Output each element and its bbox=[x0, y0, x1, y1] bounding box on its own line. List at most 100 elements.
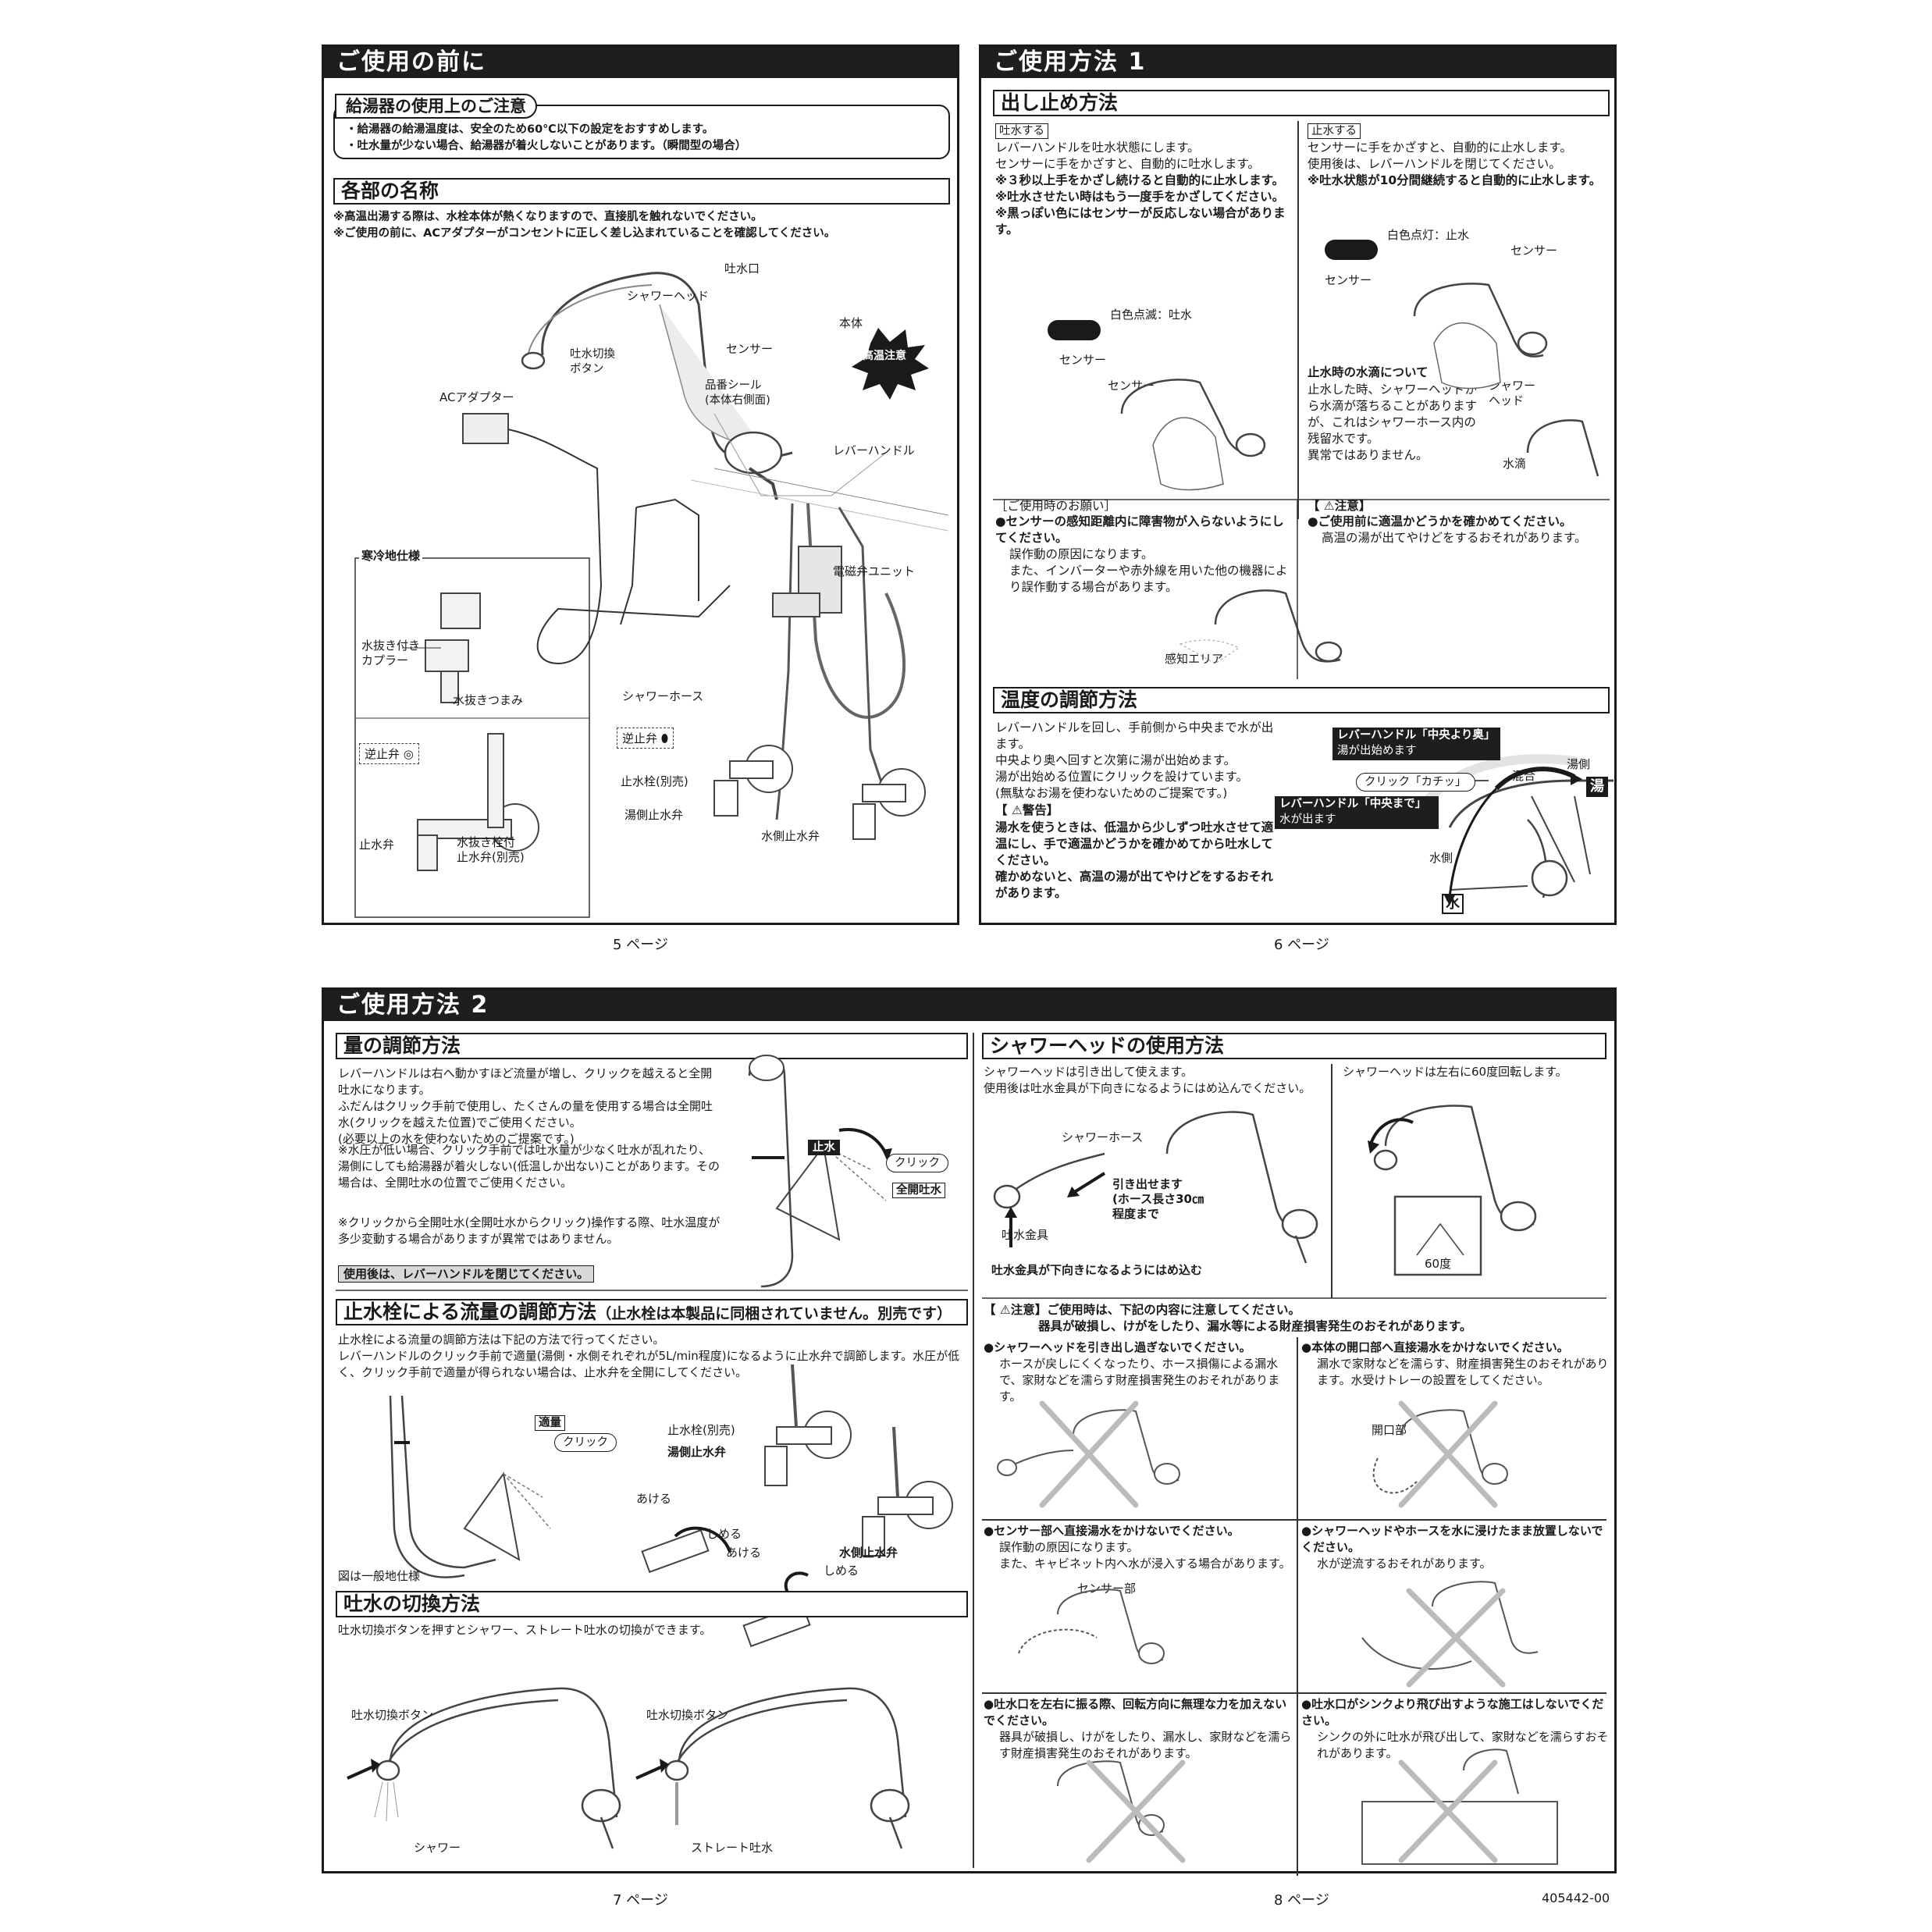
label-cold-stop-valve: 水側止水弁 bbox=[761, 829, 820, 843]
temp-text: レバーハンドルを回し、手前側から中央まで水が出ます。 中央より奥へ回すと次第に湯… bbox=[995, 720, 1274, 800]
valve-title: 止水栓による流量の調節方法（止水栓は本製品に同梱されていません。別売です） bbox=[336, 1299, 968, 1325]
switch-illustration bbox=[347, 1687, 910, 1849]
open-label-2: あける bbox=[726, 1546, 762, 1560]
dispense-text: レバーハンドルを吐水状態にします。 センサーに手をかざすと、自動的に吐水します。 bbox=[995, 141, 1260, 171]
caution-6-bold: ●吐水口がシンクより飛び出すような施工はしないでください。 bbox=[1301, 1697, 1604, 1727]
label-switch-button: 吐水切換 ボタン bbox=[570, 348, 615, 375]
label-shower-head: シャワーヘッド bbox=[627, 289, 710, 303]
sensor-label-4: センサー bbox=[1510, 244, 1558, 258]
detect-area-label: 感知エリア bbox=[1165, 652, 1224, 666]
hot-badge: 湯 bbox=[1586, 777, 1608, 797]
caution-3-bold: ●センサー部へ直接湯水をかけないでください。 bbox=[984, 1524, 1240, 1538]
flow-lever-illustration bbox=[336, 1055, 968, 1291]
boiler-caution-title: 給湯器の使用上のご注意 bbox=[335, 94, 537, 119]
opening-label: 開口部 bbox=[1372, 1423, 1407, 1437]
faucet-illustration bbox=[354, 272, 949, 918]
label-check-valve: 逆止弁 bbox=[365, 747, 400, 761]
hot-valve-label: 湯側止水弁 bbox=[667, 1445, 727, 1459]
label-solenoid: 電磁弁ユニット bbox=[833, 564, 916, 578]
cold-side-label: 水側 bbox=[1429, 851, 1453, 865]
caution-grid-row-2 bbox=[982, 1692, 1606, 1694]
label-stop-valve-sep: 止水栓(別売) bbox=[621, 774, 688, 788]
label-stop-valve: 止水弁 bbox=[359, 838, 395, 852]
pull-out-label: 引き出せます (ホース長さ30㎝ 程度まで bbox=[1112, 1177, 1204, 1221]
label-lever: レバーハンドル bbox=[833, 443, 915, 457]
caution-text: 高温の湯が出てやけどをするおそれがあります。 bbox=[1322, 531, 1587, 545]
warning-text: 湯水を使うときは、低温から少しずつ吐水させて適温にし、手で適温かどうかを確かめて… bbox=[995, 820, 1274, 900]
label-product-seal: 品番シール (本体右側面) bbox=[705, 379, 770, 407]
switch-button-label-2: 吐水切換ボタン bbox=[646, 1708, 729, 1722]
section-dispense-stop-title: 出し止め方法 bbox=[993, 90, 1610, 116]
caution-2-text: 漏水で家財などを濡らす、財産損害発生のおそれがあります。水受けトレーの設置をして… bbox=[1317, 1357, 1609, 1387]
lever-back-callout: レバーハンドル「中央より奥」 湯が出始めます bbox=[1332, 728, 1500, 760]
label-drain-coupler: 水抜き付き カプラー bbox=[361, 639, 421, 667]
temp-dial-illustration bbox=[1414, 754, 1614, 906]
request-text: 誤作動の原因になります。 また、インバーターや赤外線を用いた他の機器により誤作動… bbox=[1009, 547, 1288, 594]
label-check-valve-2: 逆止弁 bbox=[622, 731, 658, 745]
dispense-tag: 吐水する bbox=[995, 123, 1048, 139]
lit-label: 白色点灯：止水 bbox=[1387, 228, 1470, 242]
temp-title: 温度の調節方法 bbox=[993, 687, 1610, 713]
label-drain-knob: 水抜きつまみ bbox=[453, 693, 524, 707]
request-title: ［ご使用時のお願い］ bbox=[995, 499, 1117, 513]
caution-grid-row-1 bbox=[982, 1519, 1606, 1521]
caution-1-text: ホースが戻しにくくなったり、ホース損傷による漏水で、家財などを濡らす財産損害発生… bbox=[999, 1357, 1280, 1404]
valve-click-label: クリック bbox=[554, 1433, 617, 1452]
page-7-number: 7 ページ bbox=[613, 1892, 668, 1909]
boiler-caution-box bbox=[333, 105, 950, 159]
flow-full-label: 全開吐水 bbox=[892, 1183, 945, 1198]
shower-head-text-1: シャワーヘッドは引き出して使えます。 使用後は吐水金具が下向きになるようにはめ込… bbox=[984, 1065, 1311, 1095]
lever-center-text: 水が出ます bbox=[1279, 813, 1336, 826]
spout-fitting-label: 吐水金具 bbox=[1002, 1228, 1049, 1242]
p8-caution-sub: 器具が破損し、けがをしたり、漏水等による財産損害発生のおそれがあります。 bbox=[1038, 1319, 1472, 1333]
lever-back-text: 湯が出始めます bbox=[1337, 745, 1417, 757]
label-body: 本体 bbox=[839, 316, 863, 330]
rotation-60-label: 60度 bbox=[1425, 1257, 1452, 1271]
cold-check-valve-box: 逆止弁 ◎ bbox=[359, 743, 419, 764]
sensor-lit-indicator bbox=[1325, 240, 1378, 260]
flow-text: レバーハンドルは右へ動かすほど流量が増し、クリックを越えると全開吐水になります。… bbox=[338, 1066, 713, 1146]
shower-hose-label: シャワーホース bbox=[1062, 1130, 1144, 1144]
p8-caution-title: 【 ⚠注意】ご使用時は、下記の内容に注意してください。 bbox=[984, 1303, 1300, 1317]
blink-label: 白色点滅：吐水 bbox=[1110, 308, 1193, 322]
label-high-temp: 高温注意 bbox=[863, 350, 906, 362]
flow-title: 量の調節方法 bbox=[336, 1033, 968, 1059]
column-divider-1 bbox=[1297, 121, 1299, 519]
shower-head-text-2: シャワーヘッドは左右に60度回転します。 bbox=[1343, 1065, 1567, 1079]
flow-note-1: ※水圧が低い場合、クリック手前では吐水量が少なく吐水が乱れたり、湯側にしても給湯… bbox=[338, 1143, 720, 1190]
stop-tag: 止水する bbox=[1308, 123, 1361, 139]
click-callout: クリック「カチッ」 bbox=[1356, 773, 1475, 792]
valve-text: 止水栓による流量の調節方法は下記の方法で行ってください。 レバーハンドルのクリッ… bbox=[338, 1332, 960, 1379]
shower-label: シャワー bbox=[414, 1841, 461, 1855]
caution-3-text: 誤作動の原因になります。 また、キャビネット内へ水が浸入する場合があります。 bbox=[999, 1540, 1291, 1571]
page-7-8-spread: ご使用方法 2 量の調節方法 レバーハンドルは右へ動かすほど流量が増し、クリック… bbox=[322, 987, 1617, 1876]
doc-code: 405442-00 bbox=[1542, 1891, 1610, 1905]
page-5-header: ご使用の前に bbox=[324, 47, 957, 78]
straight-label: ストレート吐水 bbox=[691, 1841, 774, 1855]
lever-center-title: レバーハンドル「中央まで」 bbox=[1279, 798, 1427, 810]
flow-stop-label: 止水 bbox=[808, 1140, 840, 1155]
cold-badge: 水 bbox=[1442, 894, 1464, 914]
page-7-header: ご使用方法 2 bbox=[324, 990, 1614, 1021]
drip-title: 止水時の水滴について bbox=[1308, 365, 1429, 379]
spread-divider bbox=[973, 1033, 974, 1868]
dispense-bold-notes: ※３秒以上手をかざし続けると自動的に止水します。 ※吐水させたい時はもう一度手を… bbox=[995, 173, 1286, 237]
caution-illustrations bbox=[997, 1400, 1558, 1865]
valve-title-sub: （止水栓は本製品に同梱されていません。別売です） bbox=[596, 1305, 952, 1322]
label-sensor: センサー bbox=[726, 342, 774, 356]
valve-sep-label: 止水栓(別売) bbox=[667, 1423, 735, 1437]
close-lever-notice: 使用後は、レバーハンドルを閉じてください。 bbox=[338, 1265, 595, 1283]
label-shower-hose: シャワーホース bbox=[622, 689, 704, 703]
label-drain-plug-valve: 水抜き栓付 止水弁(別売) bbox=[457, 835, 525, 864]
page-5-number: 5 ページ bbox=[613, 937, 668, 953]
drip-text: 止水した時、シャワーヘッドから水滴が落ちることがありますが、これはシャワーホース… bbox=[1308, 382, 1478, 462]
switch-text: 吐水切換ボタンを押すとシャワー、ストレート吐水の切換ができます。 bbox=[338, 1623, 712, 1637]
lever-back-title: レバーハンドル「中央より奥」 bbox=[1337, 729, 1496, 742]
caution-4-text: 水が逆流するおそれがあります。 bbox=[1317, 1557, 1492, 1571]
parts-title: 各部の名称 bbox=[333, 178, 950, 205]
fit-down-label: 吐水金具が下向きになるようにはめ込む bbox=[991, 1263, 1203, 1277]
hot-side-label: 湯側 bbox=[1567, 757, 1591, 771]
shower-head-title: シャワーヘッドの使用方法 bbox=[982, 1033, 1606, 1059]
parts-notes: ※高温出湯する際は、水栓本体が熱くなりますので、直接肌を触れないでください。 ※… bbox=[333, 211, 836, 240]
label-spout: 吐水口 bbox=[724, 262, 760, 276]
